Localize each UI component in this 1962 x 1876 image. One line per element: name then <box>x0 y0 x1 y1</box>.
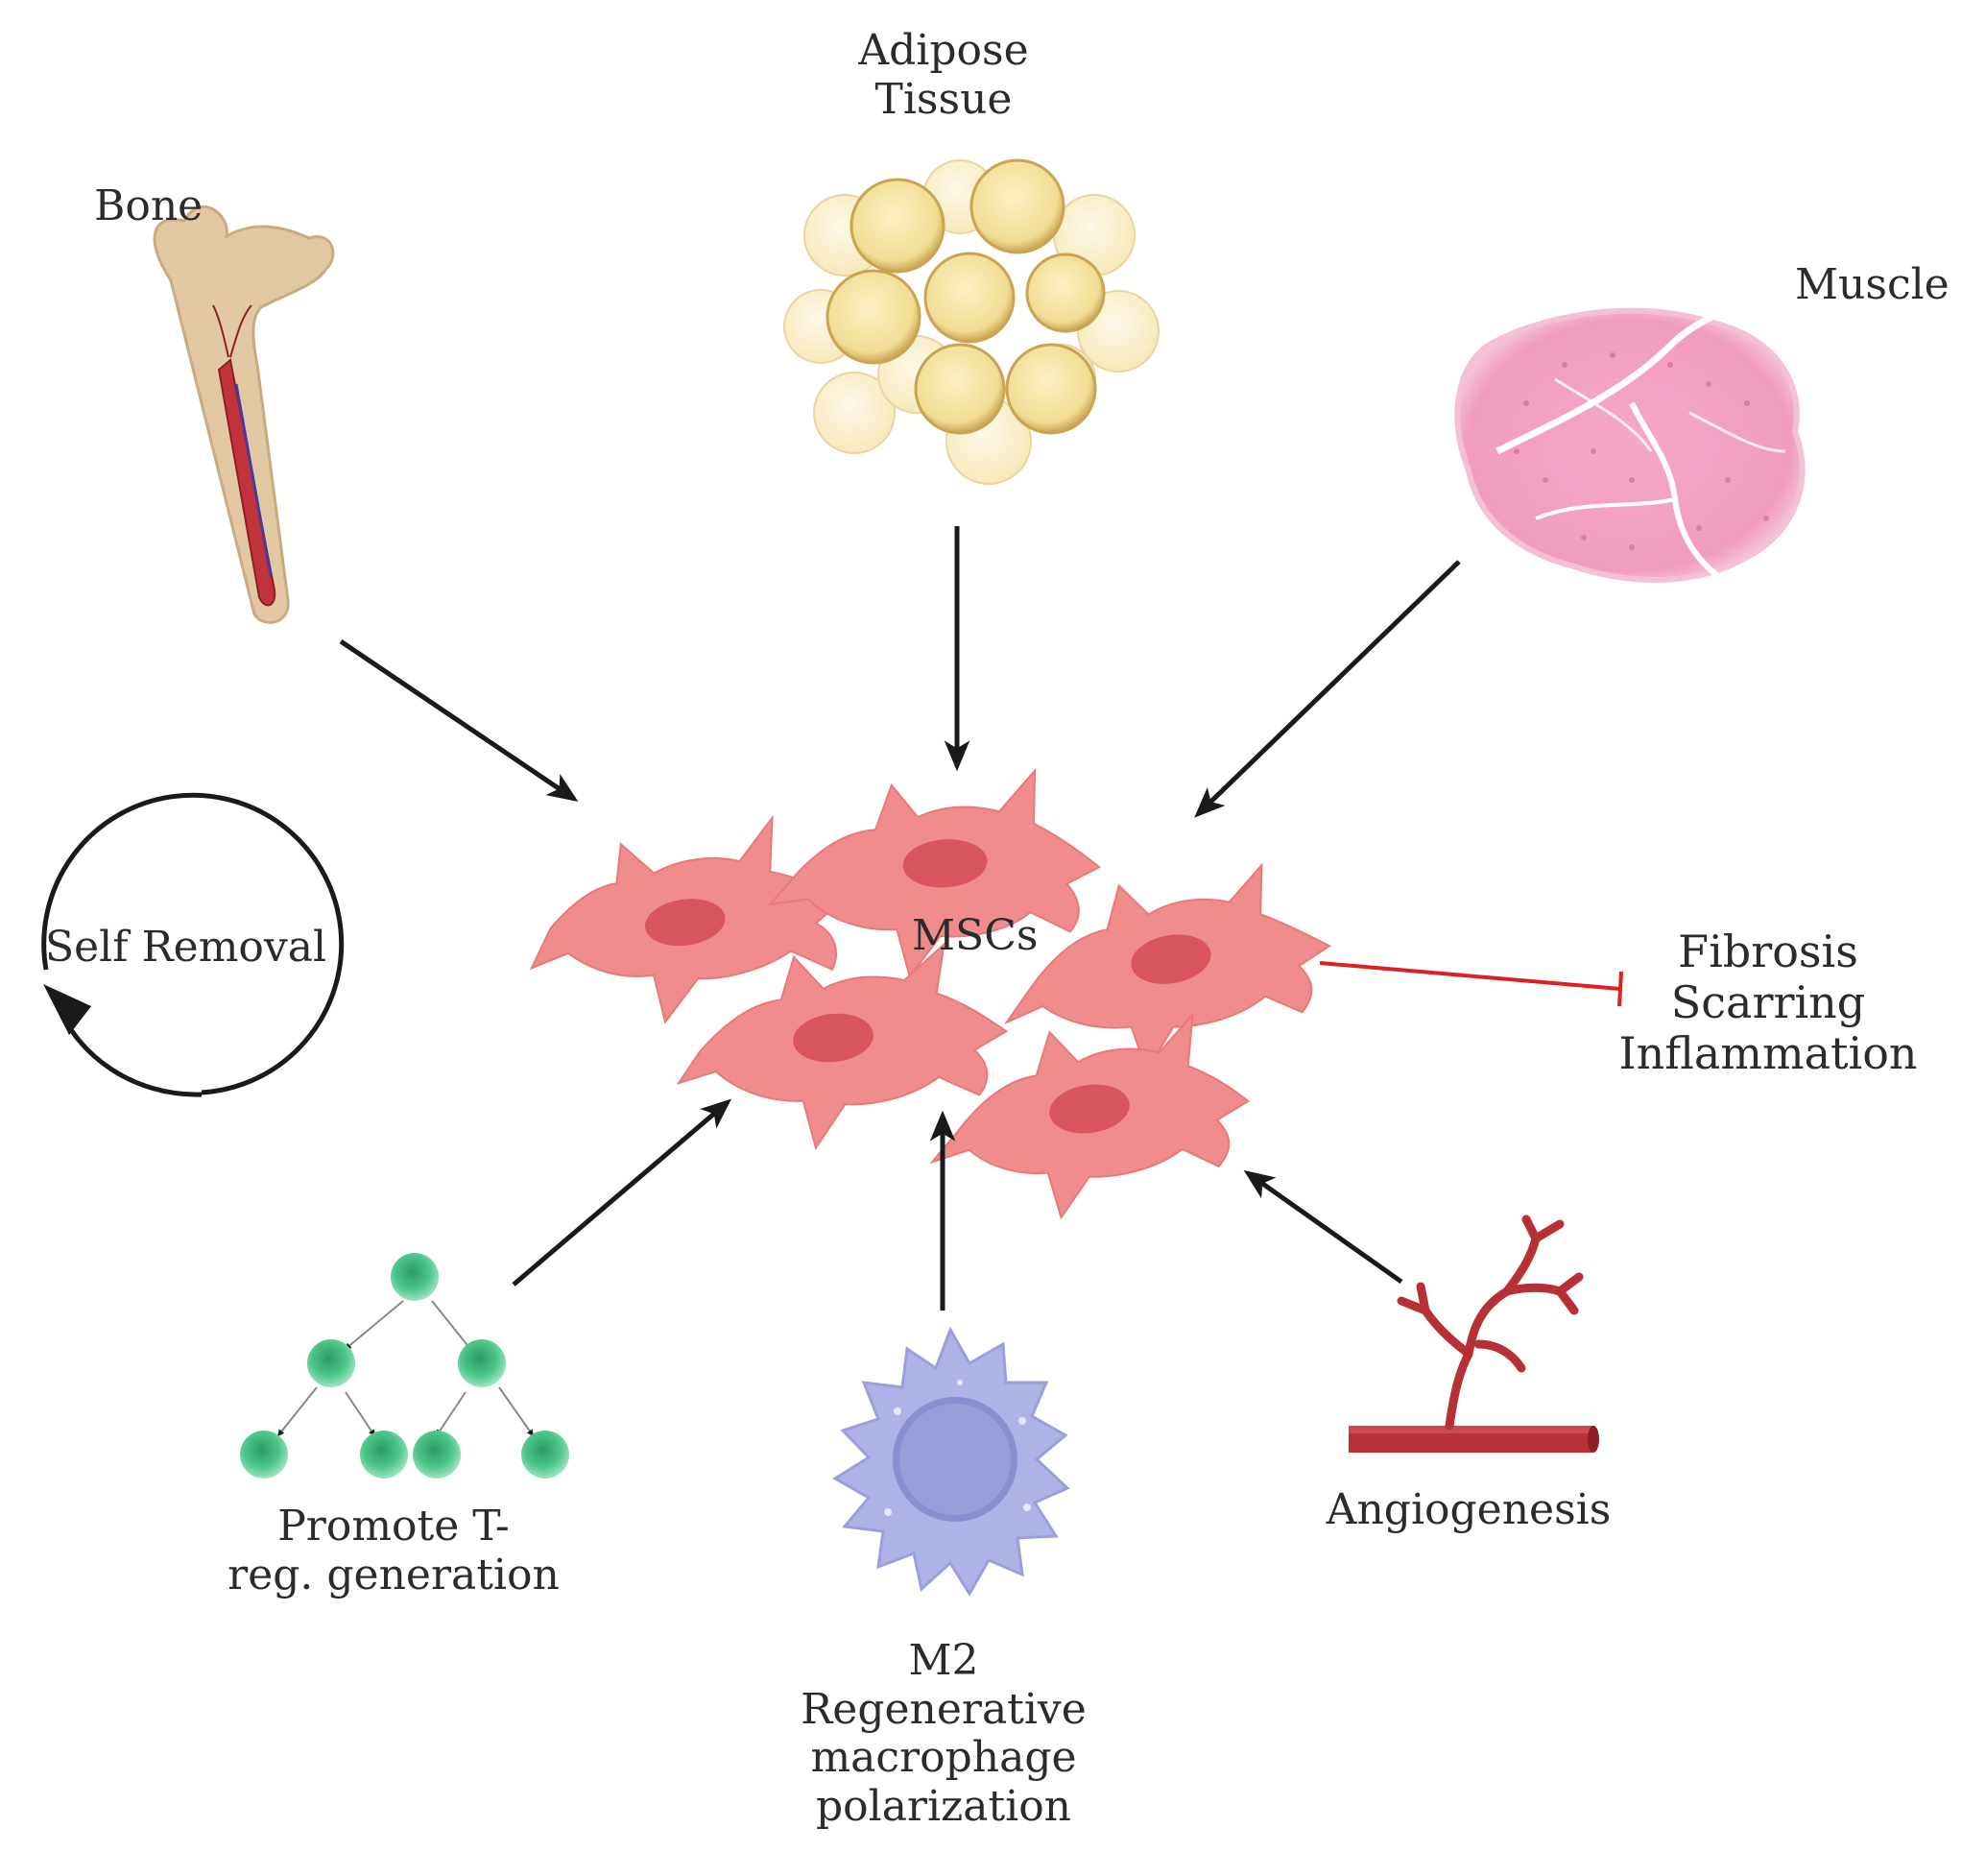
self-removal-label: Self Removal <box>45 923 327 972</box>
bone-label: Bone <box>94 181 203 230</box>
treg-label-line-1: Promote T- <box>277 1502 510 1551</box>
adipose-tissue-icon <box>783 158 1160 485</box>
arrow-muscle-to-msc <box>1194 560 1461 818</box>
treg-label: Promote T- reg. generation <box>227 1502 560 1599</box>
macrophage-label-line-4: polarization <box>815 1781 1072 1831</box>
arrow-bone-to-msc <box>339 638 579 802</box>
msc-cluster-icon <box>529 767 1332 1220</box>
effects-label: Fibrosis Scarring Inflammation <box>1618 926 1917 1079</box>
macrophage-icon <box>832 1326 1070 1597</box>
treg-label-line-2: reg. generation <box>227 1550 560 1599</box>
muscle-label: Muscle <box>1795 260 1950 309</box>
cycle-arrow-icon <box>41 792 345 1097</box>
bone-icon <box>153 205 335 624</box>
arrow-angiogenesis-to-msc <box>1243 1169 1403 1285</box>
effect-scarring: Scarring <box>1670 975 1866 1028</box>
effect-inflammation: Inflammation <box>1618 1026 1918 1079</box>
msc-cell <box>1003 862 1332 1073</box>
msc-cell <box>929 1012 1251 1220</box>
macrophage-label-line-3: macrophage <box>810 1733 1077 1783</box>
macrophage-label-line-2: Regenerative <box>801 1684 1087 1734</box>
arrows <box>339 526 1461 1311</box>
msc-cell <box>767 767 1102 979</box>
macrophage-label-line-1: M2 <box>908 1636 979 1685</box>
adipose-tissue-label: Adipose Tissue <box>858 26 1029 124</box>
effect-fibrosis: Fibrosis <box>1678 926 1858 977</box>
blood-vessel-icon <box>1349 1215 1599 1453</box>
adipose-label-line-1: Adipose <box>858 26 1029 75</box>
inhibition-line <box>1319 961 1623 1007</box>
arrow-treg-to-msc <box>512 1098 732 1287</box>
muscle-icon <box>1454 303 1806 583</box>
mscs-label: MSCs <box>912 911 1039 960</box>
msc-cell <box>676 941 1009 1150</box>
adipose-label-line-2: Tissue <box>874 74 1013 124</box>
treg-tree-icon <box>240 1253 569 1479</box>
macrophage-label: M2 Regenerative macrophage polarization <box>801 1636 1087 1831</box>
angiogenesis-label: Angiogenesis <box>1326 1485 1612 1534</box>
